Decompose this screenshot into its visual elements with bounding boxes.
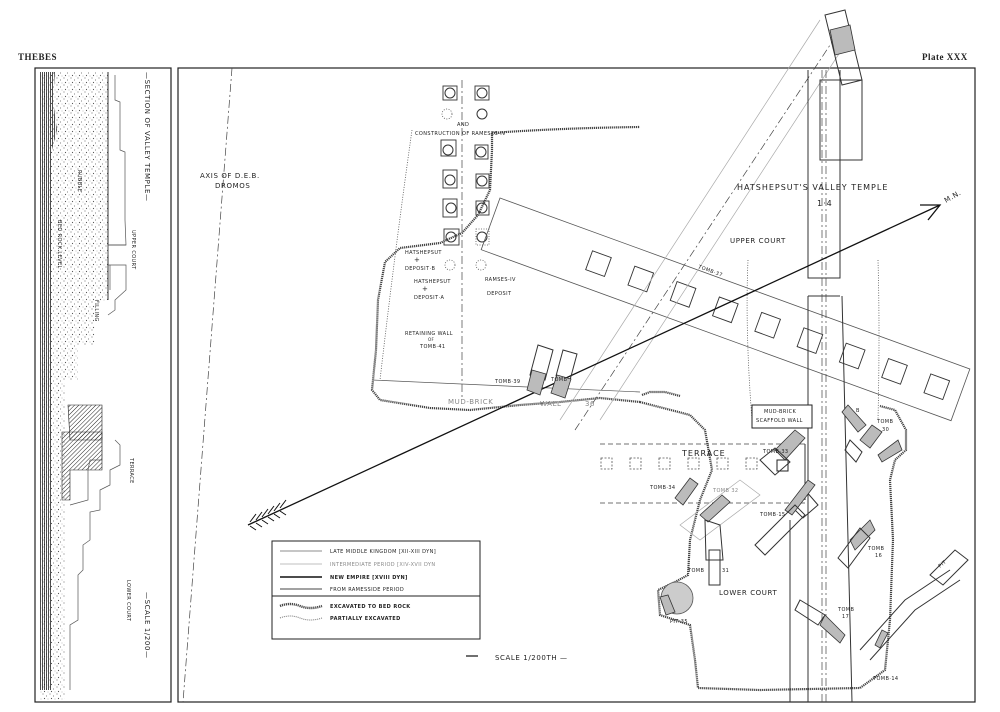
temple-number: 1·4 bbox=[817, 199, 833, 208]
terrace-label: TERRACE bbox=[681, 449, 726, 458]
section-lower-court: LOWER COURT bbox=[125, 580, 131, 622]
excavation-boundary-upper bbox=[370, 125, 641, 412]
b-label: B bbox=[856, 408, 860, 414]
tomb-label: TOMB bbox=[550, 377, 568, 383]
header-thebes: THEBES bbox=[18, 52, 57, 62]
mud-brick-wall-label: MUD-BRICK bbox=[448, 398, 493, 406]
deposit-a-label: DEPOSIT·A bbox=[414, 295, 444, 301]
tomb15-label: TOMB·15 bbox=[759, 512, 786, 518]
hatshepsut-a-label: HATSHEPSUT bbox=[414, 279, 451, 285]
foundation-deposits bbox=[440, 85, 490, 271]
central-walls bbox=[746, 70, 880, 703]
tomb16-label: TOMB bbox=[867, 546, 885, 552]
section-rubble: RUBBLE bbox=[76, 170, 82, 192]
tomb17-num: 17 bbox=[842, 614, 849, 620]
retaining-of: OF bbox=[428, 337, 435, 342]
magnetic-north-arrow bbox=[247, 204, 942, 531]
pit35-label: PIT·35 bbox=[670, 619, 688, 625]
section-panel: —SECTION OF VALLEY TEMPLE— UPPER COURT R… bbox=[34, 67, 172, 703]
legend-intermediate-period: INTERMEDIATE PERIOD [XIV-XVII DYN bbox=[330, 562, 436, 568]
section-scale: —SCALE 1/200— bbox=[143, 592, 151, 659]
upper-court-label: UPPER COURT bbox=[730, 237, 786, 245]
lower-tombs bbox=[659, 404, 969, 661]
tomb31-num: 31 bbox=[722, 568, 729, 574]
temple-title: HATSHEPSUT'S VALLEY TEMPLE bbox=[737, 183, 888, 192]
ramses-deposit-label-2: DEPOSIT bbox=[487, 291, 512, 297]
wall-label: WALL bbox=[540, 400, 562, 408]
legend-ramesside: FROM RAMESSIDE PERIOD bbox=[330, 587, 404, 593]
mn-label: M.N. bbox=[943, 189, 963, 205]
excavation-boundary-lower bbox=[639, 400, 908, 692]
tomb32-label: TOMB 32 bbox=[712, 488, 739, 494]
construction-label: CONSTRUCTION OF RAMESES-IV bbox=[415, 131, 506, 137]
deposit-b-label: DEPOSIT·B bbox=[405, 266, 435, 272]
legend: LATE MIDDLE KINGDOM [XII-XIII DYN] INTER… bbox=[271, 540, 481, 640]
terrace bbox=[600, 443, 806, 504]
scaffold-label-1: MUD-BRICK bbox=[764, 409, 797, 415]
cross-mark-b: + bbox=[414, 256, 420, 264]
tomb34-label: TOMB·34 bbox=[649, 485, 676, 491]
cross-mark-a: + bbox=[422, 285, 428, 293]
axis-label: AXIS OF D.E.B. bbox=[200, 172, 260, 180]
wall-36-label: 36 bbox=[585, 400, 595, 408]
and-label: AND bbox=[457, 122, 469, 128]
section-upper-court: UPPER COURT bbox=[130, 230, 136, 270]
tomb39 bbox=[526, 344, 578, 399]
tomb39-label: TOMB·39 bbox=[494, 379, 521, 385]
scaffold-wall bbox=[751, 404, 813, 429]
tomb16-num: 16 bbox=[875, 553, 882, 559]
tomb30-label: TOMB bbox=[876, 419, 894, 425]
legend-new-empire: NEW EMPIRE [XVIII DYN] bbox=[330, 575, 408, 581]
retaining-tomb41: TOMB·41 bbox=[419, 344, 446, 350]
tomb14-label: TOMB·14 bbox=[872, 676, 899, 682]
legend-partially-excavated: PARTIALLY EXCAVATED bbox=[330, 616, 401, 622]
tower-structure bbox=[819, 9, 863, 161]
section-title: —SECTION OF VALLEY TEMPLE— bbox=[143, 72, 151, 202]
tomb17-label: TOMB bbox=[837, 607, 855, 613]
tomb33-label: TOMB·33 bbox=[762, 449, 789, 455]
scaffold-label-2: SCAFFOLD WALL bbox=[756, 418, 803, 424]
section-bed-rock: BED ROCK LEVEL bbox=[56, 220, 62, 269]
header-plate: Plate XXX bbox=[922, 52, 968, 62]
upper-court-band bbox=[480, 197, 971, 422]
section-filling: FILLING bbox=[93, 300, 99, 322]
pit-label: PIT bbox=[937, 559, 948, 570]
tomb31-label: TOMB bbox=[687, 568, 705, 574]
plan-frame bbox=[177, 67, 976, 703]
axis-label-dromos: DROMOS bbox=[215, 182, 250, 190]
retaining-wall-label: RETAINING WALL bbox=[405, 331, 453, 337]
scale-label: SCALE 1/200TH — bbox=[495, 654, 568, 662]
lower-court-label: LOWER COURT bbox=[719, 589, 777, 597]
ramses-deposit-label: RAMSES-IV bbox=[485, 277, 516, 283]
hatshepsut-b-label: HATSHEPSUT bbox=[405, 250, 442, 256]
dromos-axis-line bbox=[182, 67, 233, 703]
section-terrace: TERRACE bbox=[128, 457, 134, 484]
legend-late-middle-kingdom: LATE MIDDLE KINGDOM [XII-XIII DYN] bbox=[330, 549, 436, 555]
tomb30-num: 30 bbox=[882, 427, 889, 433]
legend-excavated-bed-rock: EXCAVATED TO BED ROCK bbox=[330, 604, 411, 610]
